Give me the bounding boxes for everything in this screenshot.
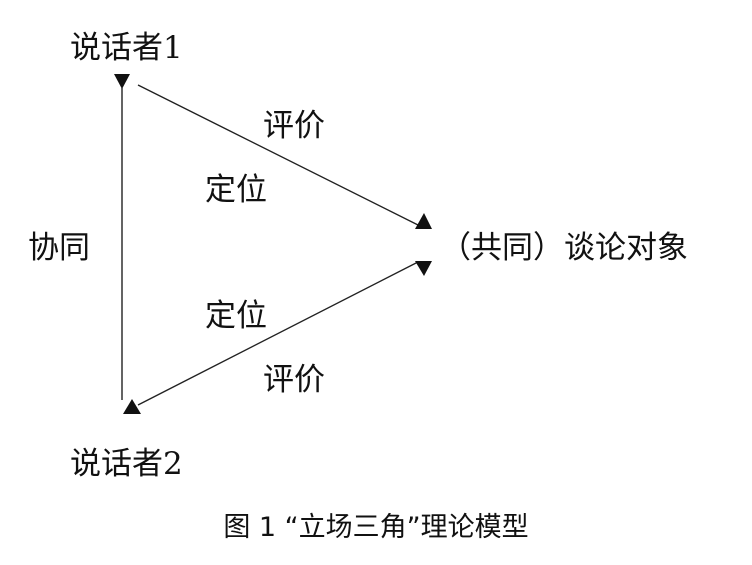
top-position-label: 定位 — [205, 172, 267, 208]
object-label: （共同）谈论对象 — [440, 230, 688, 266]
bottom-evaluate-label: 评价 — [263, 362, 325, 398]
arrowhead-speaker2-up — [123, 399, 141, 414]
arrowhead-object-down — [415, 261, 432, 276]
left-edge-label: 协同 — [28, 230, 90, 266]
top-evaluate-label: 评价 — [263, 108, 325, 144]
upper-edge-line — [137, 84, 419, 226]
bottom-position-label: 定位 — [205, 298, 267, 334]
figure-caption: 图 1 “立场三角”理论模型 — [223, 512, 528, 543]
arrowhead-speaker1-down — [114, 74, 130, 89]
speaker1-label: 说话者1 — [70, 30, 183, 66]
arrowhead-object-up — [415, 213, 432, 229]
lower-edge-line — [137, 261, 419, 406]
speaker2-label: 说话者2 — [70, 446, 183, 482]
